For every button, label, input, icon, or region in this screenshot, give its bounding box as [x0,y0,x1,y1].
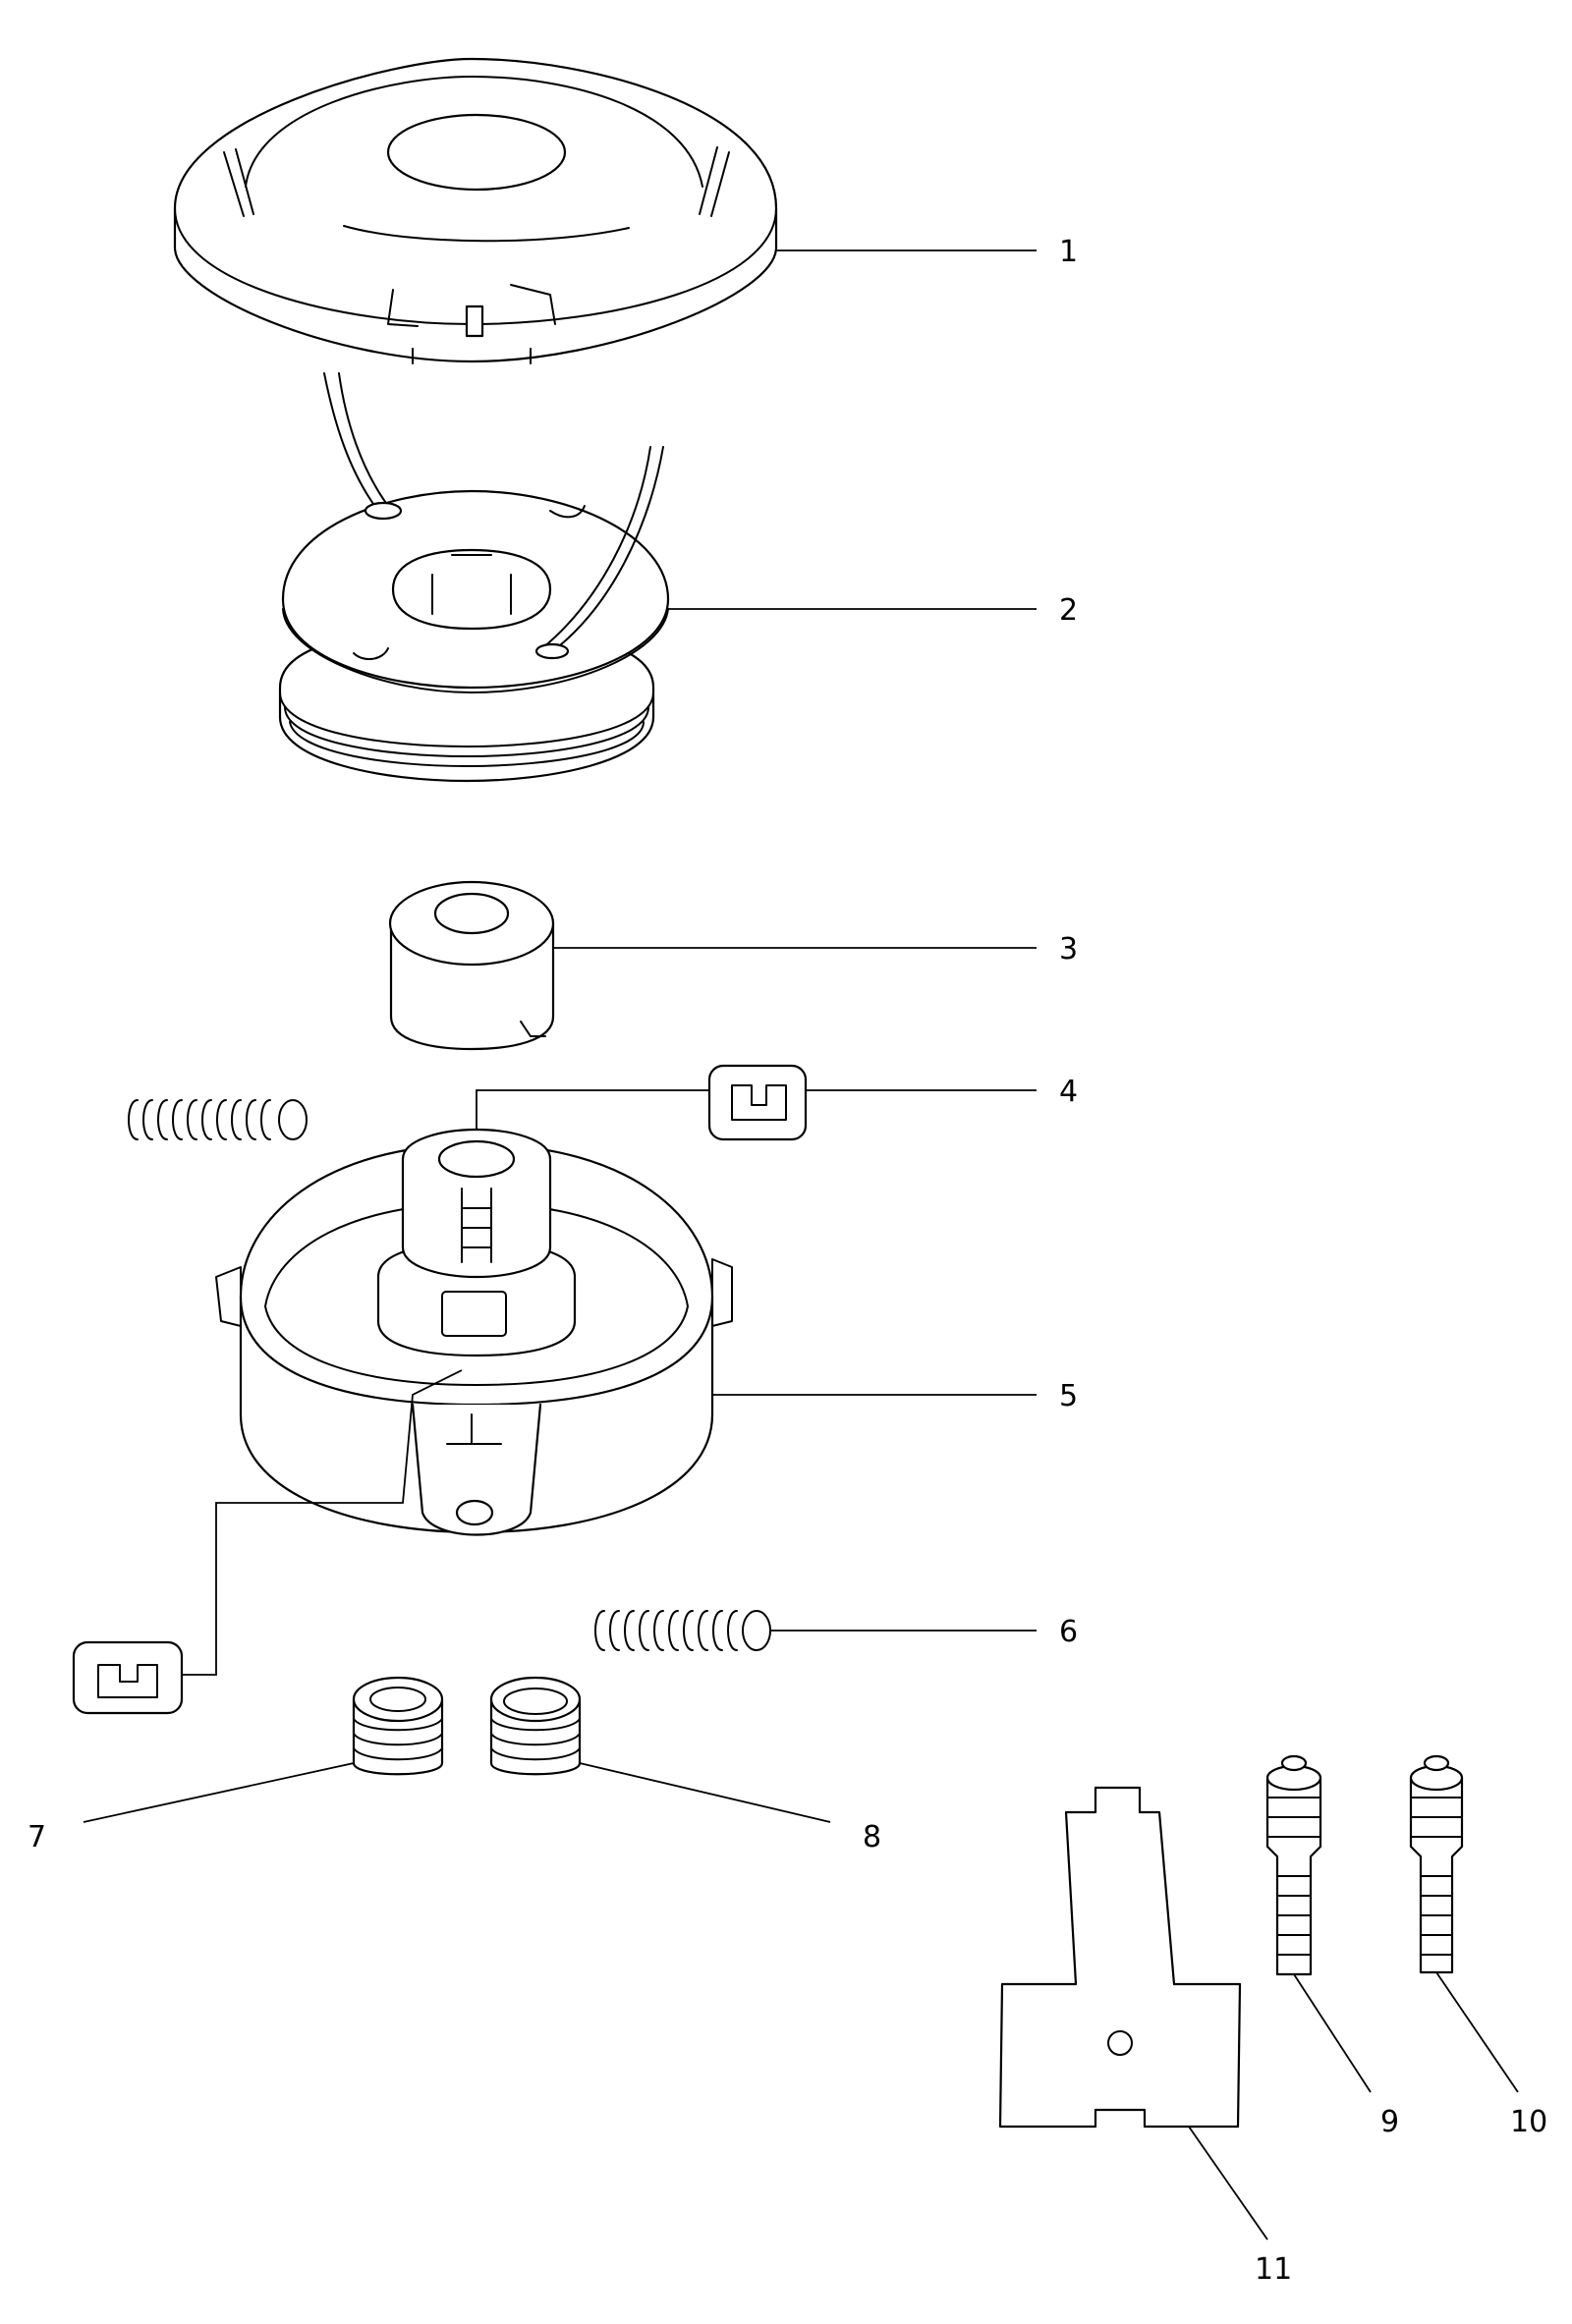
part-3-bushing [388,880,555,1051]
callout-8: 8 [863,1820,881,1854]
part-11-wrench [998,1786,1242,2129]
part-7-nut [352,1676,444,1776]
callout-9: 9 [1380,2105,1399,2139]
callout-6: 6 [1059,1615,1078,1649]
leader-lines [83,249,1519,2241]
part-8-nut [489,1676,582,1776]
part-5-housing [215,1128,733,1536]
part-9-bolt [1265,1754,1322,1976]
part-10-bolt [1409,1754,1464,1974]
callout-4: 4 [1059,1075,1078,1109]
callout-10: 10 [1510,2105,1547,2139]
part-4-eyelet [707,1064,808,1141]
part-4-eyelet-duplicate [72,1640,184,1715]
callout-2: 2 [1059,593,1078,628]
part-1-spool-cover [173,57,778,364]
callout-3: 3 [1059,932,1078,967]
callout-11: 11 [1255,2252,1292,2287]
spring-upper [128,1099,308,1140]
part-2-spool [278,372,670,783]
callout-numbers: 1 2 3 4 5 6 7 8 9 10 11 [28,235,1547,2287]
callout-7: 7 [28,1820,46,1854]
callout-5: 5 [1059,1379,1078,1413]
callout-1: 1 [1059,235,1078,269]
part-6-spring [594,1610,771,1651]
